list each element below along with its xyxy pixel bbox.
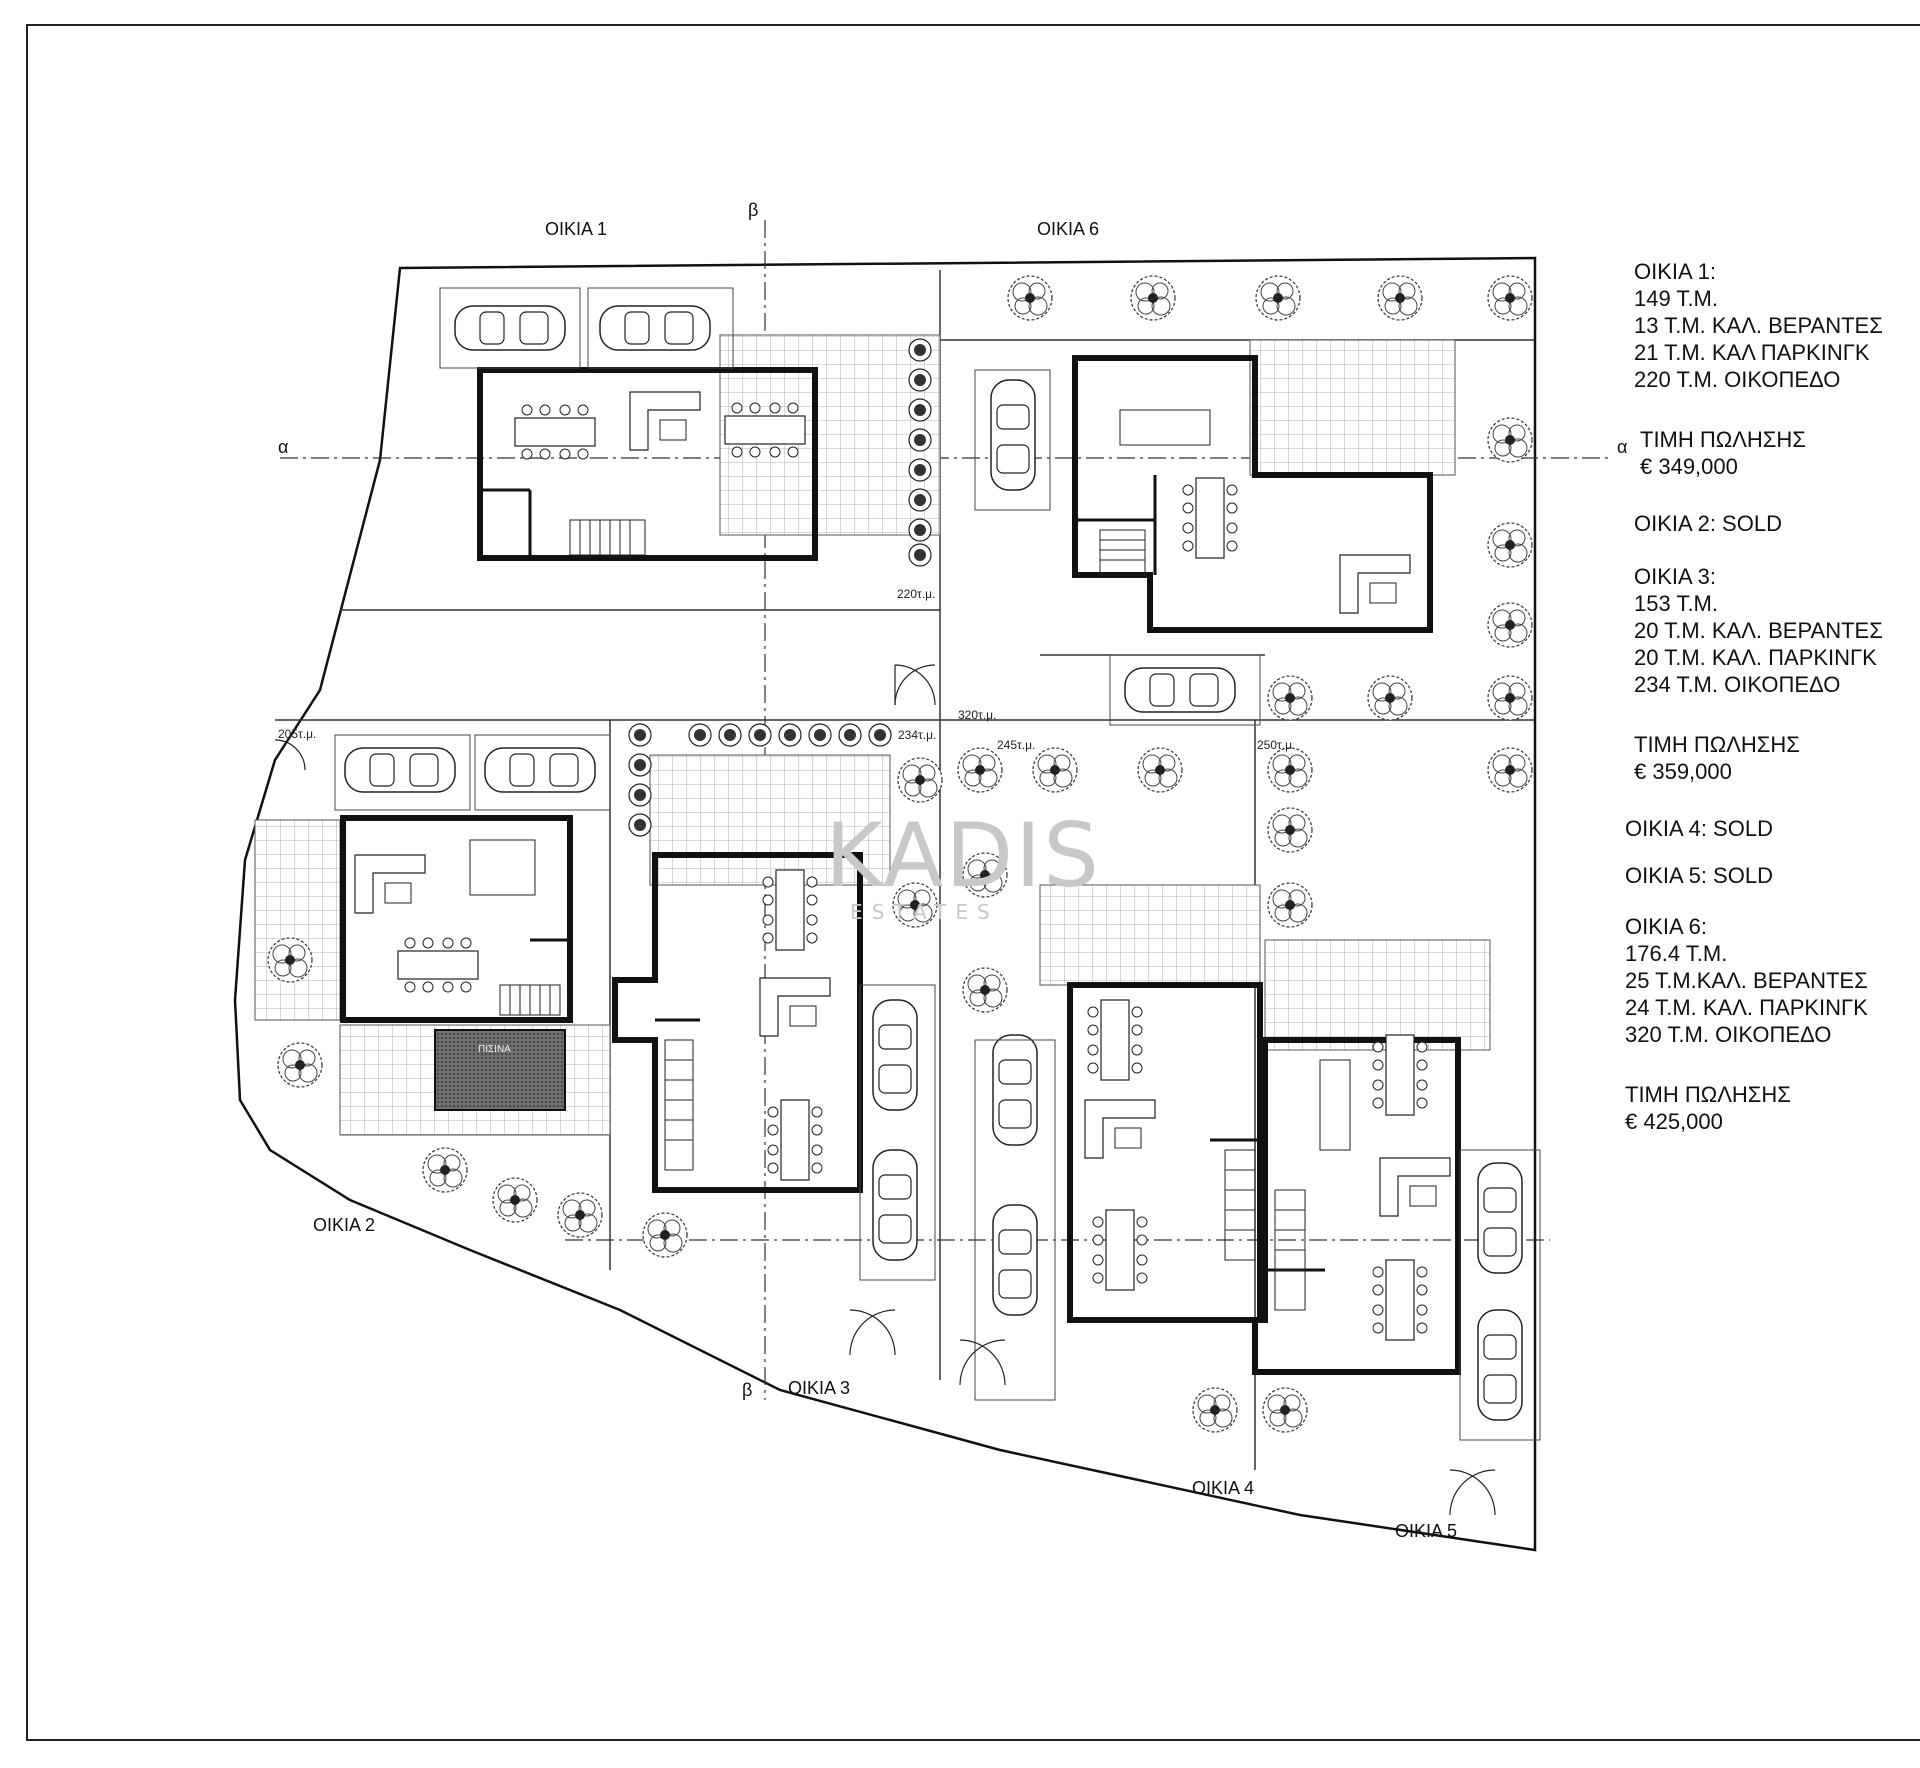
info-house-6-price: ΤΙΜΗ ΠΩΛΗΣΗΣ € 425,000	[1625, 1081, 1791, 1135]
info-house-6: ΟΙΚΙΑ 6: 176.4 Τ.Μ. 25 Τ.Μ.ΚΑΛ. ΒΕΡΑΝΤΕΣ…	[1625, 913, 1868, 1048]
info-house-6-title: ΟΙΚΙΑ 6:	[1625, 914, 1707, 939]
info-house-3-line: 234 Τ.Μ. ΟΙΚΟΠΕΔΟ	[1634, 672, 1841, 697]
info-house-1: ΟΙΚΙΑ 1: 149 Τ.Μ. 13 Τ.Μ. ΚΑΛ. ΒΕΡΑΝΤΕΣ …	[1634, 258, 1883, 393]
info-house-1-line: 220 Τ.Μ. ΟΙΚΟΠΕΔΟ	[1634, 367, 1841, 392]
house-label-1: ΟΙΚΙΑ 1	[545, 219, 608, 239]
terraces	[254, 334, 1491, 1136]
price-label: ΤΙΜΗ ΠΩΛΗΣΗΣ	[1640, 427, 1806, 452]
plot-area-1: 220τ.μ.	[897, 587, 936, 601]
section-mark-beta-top: β	[748, 200, 759, 220]
parking-bays	[334, 287, 1541, 1441]
info-house-3-price: ΤΙΜΗ ΠΩΛΗΣΗΣ € 359,000	[1634, 731, 1800, 785]
info-house-5: ΟΙΚΙΑ 5: SOLD	[1625, 863, 1773, 888]
plot-area-3: 234τ.μ.	[898, 728, 937, 742]
info-house-6-line: 25 Τ.Μ.ΚΑΛ. ΒΕΡΑΝΤΕΣ	[1625, 968, 1868, 993]
pool-label: ΠΙΣΙΝΑ	[478, 1044, 511, 1055]
stairs	[499, 519, 1306, 1311]
gates	[274, 664, 1496, 1516]
info-house-3-line: 20 Τ.Μ. ΚΑΛ. ΠΑΡΚΙΝΓΚ	[1634, 645, 1877, 670]
house-label-6: ΟΙΚΙΑ 6	[1037, 219, 1100, 239]
info-house-6-line: 176.4 Τ.Μ.	[1625, 941, 1728, 966]
house-label-3: ΟΙΚΙΑ 3	[788, 1378, 851, 1398]
info-house-3-line: 153 Τ.Μ.	[1634, 591, 1718, 616]
info-house-4: ΟΙΚΙΑ 4: SOLD	[1625, 816, 1773, 841]
section-mark-alpha-right: α	[1617, 437, 1628, 457]
price-value: € 425,000	[1625, 1109, 1723, 1134]
plot-area-4: 245τ.μ.	[997, 738, 1036, 752]
watermark-brand: KADIS	[825, 804, 1101, 907]
price-label: ΤΙΜΗ ΠΩΛΗΣΗΣ	[1634, 732, 1800, 757]
house-label-2: ΟΙΚΙΑ 2	[313, 1215, 376, 1235]
sheet-frame	[26, 24, 1920, 1741]
info-house-3-title: ΟΙΚΙΑ 3:	[1634, 564, 1716, 589]
info-house-1-title: ΟΙΚΙΑ 1:	[1634, 259, 1716, 284]
section-mark-alpha-left: α	[278, 437, 289, 457]
price-label: ΤΙΜΗ ΠΩΛΗΣΗΣ	[1625, 1082, 1791, 1107]
plot-area-5: 250τ.μ.	[1257, 738, 1296, 752]
price-value: € 359,000	[1634, 759, 1732, 784]
info-house-2: ΟΙΚΙΑ 2: SOLD	[1634, 511, 1782, 536]
house-label-5: ΟΙΚΙΑ 5	[1395, 1521, 1458, 1541]
price-value: € 349,000	[1640, 454, 1738, 479]
site-boundary	[233, 256, 1537, 1552]
info-house-1-line: 13 Τ.Μ. ΚΑΛ. ΒΕΡΑΝΤΕΣ	[1634, 313, 1883, 338]
info-house-3: ΟΙΚΙΑ 3: 153 Τ.Μ. 20 Τ.Μ. ΚΑΛ. ΒΕΡΑΝΤΕΣ …	[1634, 563, 1883, 698]
info-house-6-line: 24 Τ.Μ. ΚΑΛ. ΠΑΡΚΙΝΓΚ	[1625, 995, 1868, 1020]
info-house-1-line: 149 Τ.Μ.	[1634, 286, 1718, 311]
furniture	[354, 391, 1451, 1341]
info-house-1-line: 21 Τ.Μ. ΚΑΛ ΠΑΡΚΙΝΓΚ	[1634, 340, 1870, 365]
house-label-4: ΟΙΚΙΑ 4	[1192, 1478, 1255, 1498]
section-mark-beta-bottom: β	[742, 1380, 753, 1400]
info-house-6-line: 320 Τ.Μ. ΟΙΚΟΠΕΔΟ	[1625, 1022, 1832, 1047]
info-house-1-price: ΤΙΜΗ ΠΩΛΗΣΗΣ € 349,000	[1640, 426, 1806, 480]
info-house-3-line: 20 Τ.Μ. ΚΑΛ. ΒΕΡΑΝΤΕΣ	[1634, 618, 1883, 643]
plot-area-2: 205τ.μ.	[278, 727, 317, 741]
watermark-logo: KADIS ESTATES	[825, 804, 1101, 925]
watermark-sub: ESTATES	[850, 900, 999, 924]
pool	[434, 1029, 566, 1111]
plot-area-6: 320τ.μ.	[958, 708, 997, 722]
